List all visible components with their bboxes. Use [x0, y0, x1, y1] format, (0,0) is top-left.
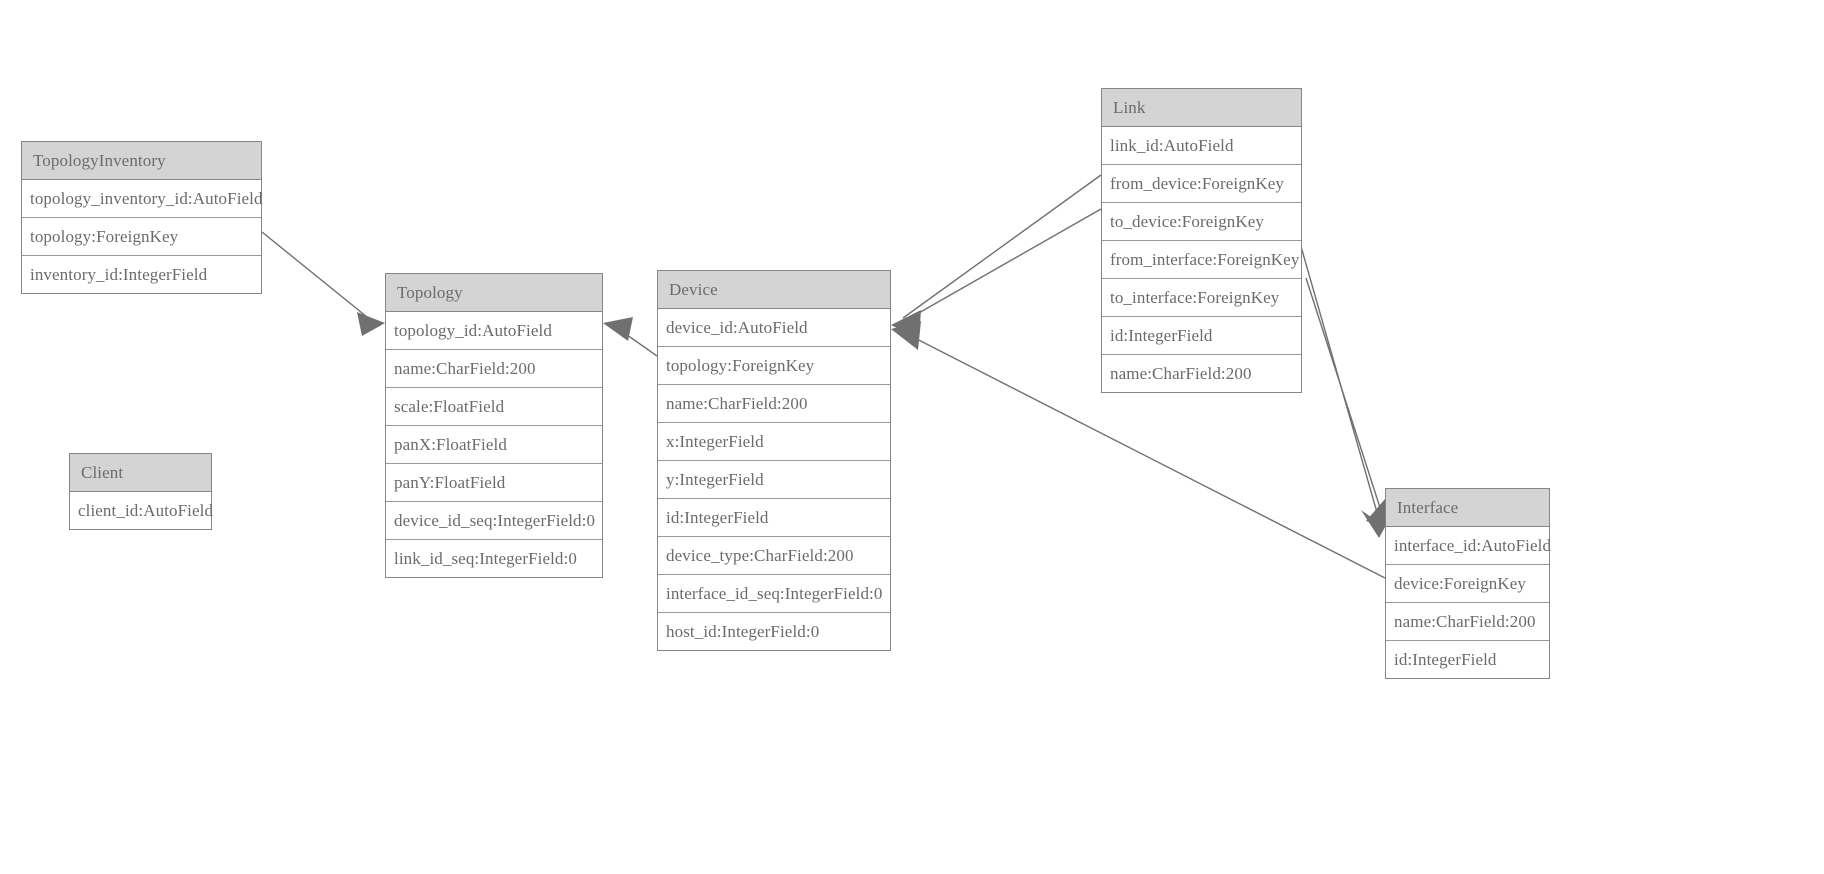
entity-topology-field[interactable]: device_id_seq:IntegerField:0	[386, 502, 602, 540]
arrowhead-device-right	[891, 310, 921, 350]
entity-topology-field[interactable]: panX:FloatField	[386, 426, 602, 464]
entity-topology_inventory-field[interactable]: topology:ForeignKey	[22, 218, 261, 256]
entity-topology-field[interactable]: scale:FloatField	[386, 388, 602, 426]
entity-link-title: Link	[1102, 89, 1301, 127]
entity-topology-title: Topology	[386, 274, 602, 312]
edge-link-device-to	[902, 208, 1102, 323]
entity-device-field[interactable]: id:IntegerField	[658, 499, 890, 537]
entity-device-field[interactable]: host_id:IntegerField:0	[658, 613, 890, 650]
edge-link-device-from	[902, 174, 1102, 319]
entity-interface-field[interactable]: id:IntegerField	[1386, 641, 1549, 678]
entity-topology_inventory-field[interactable]: topology_inventory_id:AutoField	[22, 180, 262, 218]
entity-device-field[interactable]: y:IntegerField	[658, 461, 890, 499]
entity-topology_inventory-title: TopologyInventory	[22, 142, 261, 180]
entity-interface-field[interactable]: interface_id:AutoField	[1386, 527, 1551, 565]
entity-topology-field[interactable]: topology_id:AutoField	[386, 312, 602, 350]
entity-device-field[interactable]: name:CharField:200	[658, 385, 890, 423]
edge-link-interface-from	[1299, 242, 1379, 517]
entity-device-field[interactable]: x:IntegerField	[658, 423, 890, 461]
entity-interface-field[interactable]: device:ForeignKey	[1386, 565, 1549, 603]
entity-link-field[interactable]: from_interface:ForeignKey	[1102, 241, 1301, 279]
entity-link-field[interactable]: id:IntegerField	[1102, 317, 1301, 355]
entity-link-field[interactable]: name:CharField:200	[1102, 355, 1301, 392]
entity-topology-field[interactable]: name:CharField:200	[386, 350, 602, 388]
edge-topologyinventory-topology	[261, 231, 385, 336]
entity-link-field[interactable]: from_device:ForeignKey	[1102, 165, 1301, 203]
entity-interface-title: Interface	[1386, 489, 1549, 527]
entity-link-field[interactable]: link_id:AutoField	[1102, 127, 1301, 165]
entity-topology-field[interactable]: panY:FloatField	[386, 464, 602, 502]
entity-device-field[interactable]: device_type:CharField:200	[658, 537, 890, 575]
edge-device-topology	[603, 317, 658, 357]
entity-interface-field[interactable]: name:CharField:200	[1386, 603, 1549, 641]
arrowhead-interface-left	[1361, 499, 1385, 538]
entity-device-field[interactable]: interface_id_seq:IntegerField:0	[658, 575, 890, 613]
entity-client-title: Client	[70, 454, 211, 492]
entity-device-field[interactable]: topology:ForeignKey	[658, 347, 890, 385]
entity-topology_inventory-field[interactable]: inventory_id:IntegerField	[22, 256, 261, 293]
entity-link-field[interactable]: to_device:ForeignKey	[1102, 203, 1301, 241]
entity-client-field[interactable]: client_id:AutoField	[70, 492, 213, 529]
entity-device-title: Device	[658, 271, 890, 309]
entity-topology-field[interactable]: link_id_seq:IntegerField:0	[386, 540, 602, 577]
entity-link-field[interactable]: to_interface:ForeignKey	[1102, 279, 1301, 317]
entity-device-field[interactable]: device_id:AutoField	[658, 309, 890, 347]
edge-link-interface-to	[1305, 277, 1385, 521]
